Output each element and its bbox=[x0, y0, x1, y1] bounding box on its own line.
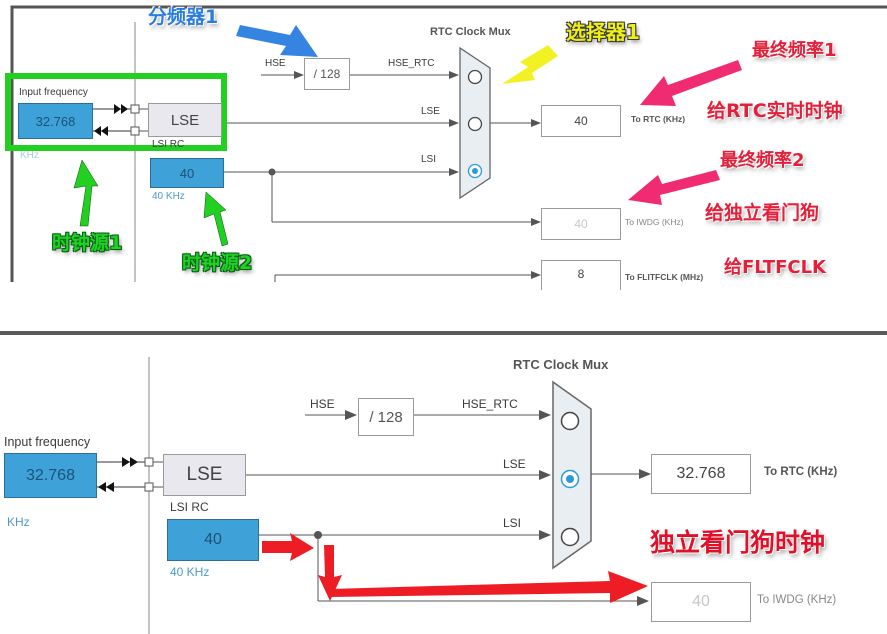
annotation-clock-source-2: 时钟源2 bbox=[182, 252, 253, 274]
green-arrow-source-1 bbox=[73, 159, 99, 227]
fltfclk-output-label: To FLITFCLK (MHz) bbox=[625, 272, 704, 282]
top-wiring bbox=[10, 5, 887, 282]
annotation-clock-source-1: 时钟源1 bbox=[52, 232, 123, 254]
annotation-selector: 选择器1 bbox=[566, 20, 640, 44]
lsi-unit-label: 40 KHz bbox=[152, 191, 185, 202]
red-arrow-right bbox=[262, 533, 314, 561]
red-pointer-arrow-rtc bbox=[640, 60, 742, 106]
lse-oscillator-block[interactable]: LSE bbox=[148, 103, 222, 137]
annotation-to-fltfclk: 给FLTFCLK bbox=[724, 257, 826, 278]
iwdg-output-label: To IWDG (KHz) bbox=[625, 217, 684, 227]
lsi-line-label: LSI bbox=[421, 154, 437, 165]
hse-rtc-line-label: HSE_RTC bbox=[388, 58, 435, 69]
hse-label: HSE bbox=[310, 397, 335, 411]
rtc-output-label: To RTC (KHz) bbox=[631, 114, 686, 124]
lsi-rc-block[interactable]: 40 bbox=[167, 519, 259, 561]
lse-line-label: LSE bbox=[421, 106, 440, 117]
mux-radio-lsi bbox=[560, 527, 580, 547]
pin-square bbox=[144, 482, 154, 492]
arrow-out-icon bbox=[98, 482, 114, 492]
red-pointer-arrow-iwdg bbox=[628, 170, 720, 205]
mux-title: RTC Clock Mux bbox=[430, 26, 511, 38]
mux-radio-hse-rtc bbox=[467, 69, 483, 85]
red-arrow-down bbox=[318, 545, 342, 601]
top-panel: RTC Clock Mux Input frequency 32.768 KHz… bbox=[0, 0, 887, 290]
lse-input-unit: KHz bbox=[20, 150, 39, 161]
annotation-to-iwdg: 给独立看门狗 bbox=[705, 202, 820, 224]
lse-input-frequency-field[interactable]: 32.768 bbox=[4, 453, 97, 498]
yellow-pointer-arrow bbox=[502, 45, 558, 84]
lsi-rc-label: LSI RC bbox=[152, 139, 185, 150]
rtc-output-field: 32.768 bbox=[651, 454, 751, 494]
mux-title: RTC Clock Mux bbox=[513, 357, 609, 372]
green-arrow-source-2 bbox=[203, 191, 229, 247]
annotation-iwdg-clock: 独立看门狗时钟 bbox=[650, 528, 826, 557]
red-arrow-long-right bbox=[330, 571, 648, 603]
lse-input-unit: KHz bbox=[7, 515, 30, 529]
lsi-unit-label: 40 KHz bbox=[170, 565, 210, 579]
bottom-panel: RTC Clock Mux Input frequency 32.768 KHz… bbox=[0, 335, 887, 634]
annotation-final-freq-1: 最终频率1 bbox=[752, 40, 837, 61]
annotation-divider: 分频器1 bbox=[148, 6, 219, 28]
mux-radio-lse bbox=[467, 116, 483, 132]
rtc-output-field: 40 bbox=[541, 105, 621, 137]
annotation-final-freq-2: 最终频率2 bbox=[720, 150, 805, 171]
fltfclk-output-field: 8 bbox=[541, 260, 621, 290]
hse-rtc-line-label: HSE_RTC bbox=[462, 397, 518, 411]
hse-divider-block[interactable]: / 128 bbox=[358, 398, 414, 436]
arrow-in-icon bbox=[122, 457, 138, 467]
bottom-wiring bbox=[97, 357, 651, 634]
hse-label: HSE bbox=[265, 58, 286, 69]
blue-pointer-arrow bbox=[236, 25, 318, 57]
input-frequency-label: Input frequency bbox=[4, 435, 91, 449]
mux-radio-hse-rtc bbox=[560, 411, 580, 431]
iwdg-output-field: 40 bbox=[651, 582, 751, 622]
rtc-output-label: To RTC (KHz) bbox=[764, 466, 838, 478]
green-arrows bbox=[73, 159, 229, 247]
arrow-out-icon bbox=[94, 126, 108, 136]
input-frequency-label: Input frequency bbox=[19, 87, 88, 98]
lsi-line-label: LSI bbox=[503, 516, 522, 530]
iwdg-output-label: To IWDG (KHz) bbox=[757, 594, 837, 606]
lsi-rc-block[interactable]: 40 bbox=[150, 158, 224, 188]
lsi-rc-label: LSI RC bbox=[170, 500, 209, 514]
iwdg-output-field: 40 bbox=[541, 208, 621, 240]
hse-divider-block[interactable]: / 128 bbox=[304, 58, 350, 90]
arrow-in-icon bbox=[114, 104, 128, 114]
lse-input-frequency-field[interactable]: 32.768 bbox=[18, 103, 93, 139]
panel-divider bbox=[0, 331, 887, 335]
clock-source-1-highlight bbox=[5, 73, 227, 151]
lse-oscillator-block[interactable]: LSE bbox=[163, 454, 246, 496]
lse-line-label: LSE bbox=[503, 457, 526, 471]
panel-frame bbox=[10, 5, 887, 282]
pin-square bbox=[144, 457, 154, 467]
annotation-to-rtc: 给RTC实时时钟 bbox=[707, 100, 843, 122]
